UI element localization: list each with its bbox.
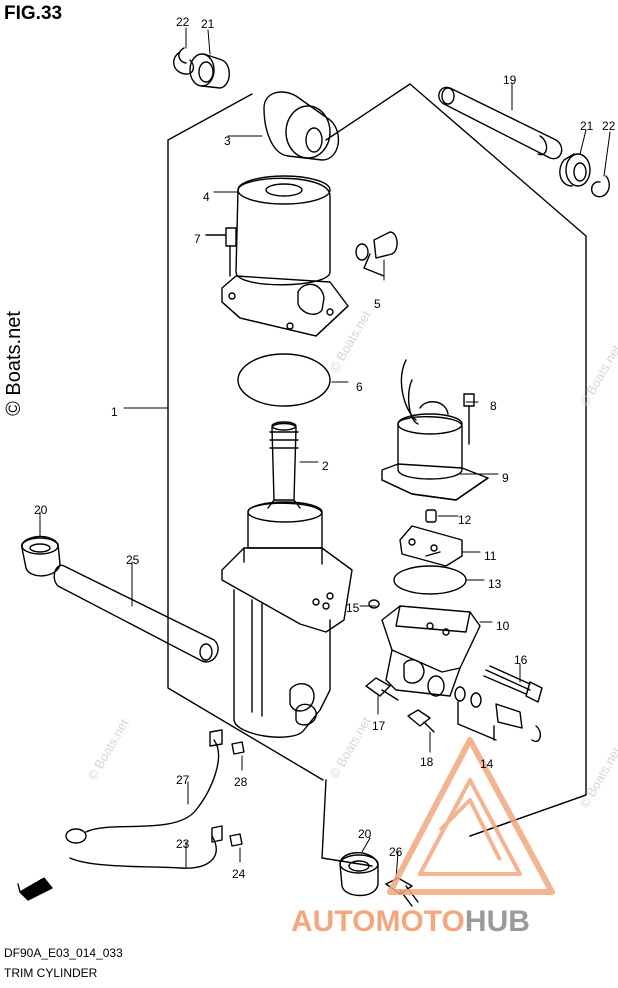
bushing-21-top xyxy=(189,53,230,89)
ground-wire-27 xyxy=(65,729,223,844)
callout-label: 21 xyxy=(580,119,594,133)
bushing-20-left xyxy=(21,535,61,577)
bushing-21-right xyxy=(559,153,591,187)
logo-text-b: HUB xyxy=(464,905,530,938)
callout-label: 11 xyxy=(484,549,497,563)
callout-label: 2 xyxy=(322,459,329,473)
callout-label: 24 xyxy=(232,867,246,881)
callout-label: 25 xyxy=(126,553,140,567)
pump-motor-9 xyxy=(381,359,489,501)
bolt-8 xyxy=(463,393,475,445)
callout-label: 19 xyxy=(503,73,517,87)
callout-label: 20 xyxy=(34,503,48,517)
bushing-3 xyxy=(263,91,340,161)
callout-label: 10 xyxy=(496,619,510,633)
side-watermark: © Boats.net xyxy=(2,311,25,416)
bolt-17 xyxy=(365,677,399,701)
callout-label: 4 xyxy=(203,190,210,204)
assembly-outline xyxy=(167,83,587,867)
o-ring-6 xyxy=(237,353,331,407)
manifold-10 xyxy=(381,605,481,697)
valve-plate-11 xyxy=(399,525,463,567)
callout-label: 22 xyxy=(176,15,190,29)
plug-5 xyxy=(355,231,398,277)
cylinder-body xyxy=(221,547,353,738)
ram-2 xyxy=(247,421,323,549)
automotohub-logo: AUTOMOTOHUB xyxy=(291,905,530,939)
leader-lines xyxy=(39,27,611,881)
callout-label: 16 xyxy=(514,653,528,667)
logo-mark-icon xyxy=(387,737,555,895)
drawing-code: DF90A_E03_014_033 xyxy=(4,946,123,960)
o-ring-13 xyxy=(393,565,467,595)
screw-24 xyxy=(229,833,243,847)
callout-label: 23 xyxy=(176,837,190,851)
figure-title: FIG.33 xyxy=(4,3,63,24)
callout-label: 7 xyxy=(194,232,201,246)
callout-label: 22 xyxy=(602,119,616,133)
o-ring-15 xyxy=(368,599,380,609)
snap-ring-22-right xyxy=(590,175,610,198)
trim-motor-4 xyxy=(221,175,349,337)
valve-12 xyxy=(425,509,437,523)
callout-label: 20 xyxy=(358,827,372,841)
callout-label: 5 xyxy=(374,297,381,311)
callout-label: 17 xyxy=(372,719,386,733)
callout-label: 9 xyxy=(502,471,509,485)
callout-label: 21 xyxy=(201,17,215,31)
fwd-arrow-icon xyxy=(17,877,53,901)
pin-19 xyxy=(438,86,563,160)
bolt-7 xyxy=(205,227,237,277)
callout-label: 27 xyxy=(176,773,190,787)
logo-text-a: AUTOMOTO xyxy=(291,905,465,938)
callout-label: 3 xyxy=(224,134,231,148)
callout-label: 8 xyxy=(490,399,497,413)
callout-label: 14 xyxy=(480,757,494,771)
relief-valve-14 xyxy=(454,686,542,743)
bolt-16 xyxy=(483,665,543,703)
callout-label: 12 xyxy=(458,513,472,527)
callout-label: 13 xyxy=(488,577,502,591)
screw-28 xyxy=(231,741,245,755)
callout-label: 15 xyxy=(346,601,360,615)
snap-ring-22-top xyxy=(173,47,195,75)
bolt-18 xyxy=(407,709,435,733)
ground-wire-23 xyxy=(69,825,223,869)
pin-25 xyxy=(53,564,219,663)
bushing-20-bottom xyxy=(339,852,379,897)
drawing-caption: TRIM CYLINDER xyxy=(4,966,98,980)
callout-label: 1 xyxy=(111,405,118,419)
callout-label: 6 xyxy=(356,380,363,394)
callout-label: 18 xyxy=(420,755,434,769)
callout-label: 26 xyxy=(389,845,403,859)
callout-label: 28 xyxy=(234,775,248,789)
